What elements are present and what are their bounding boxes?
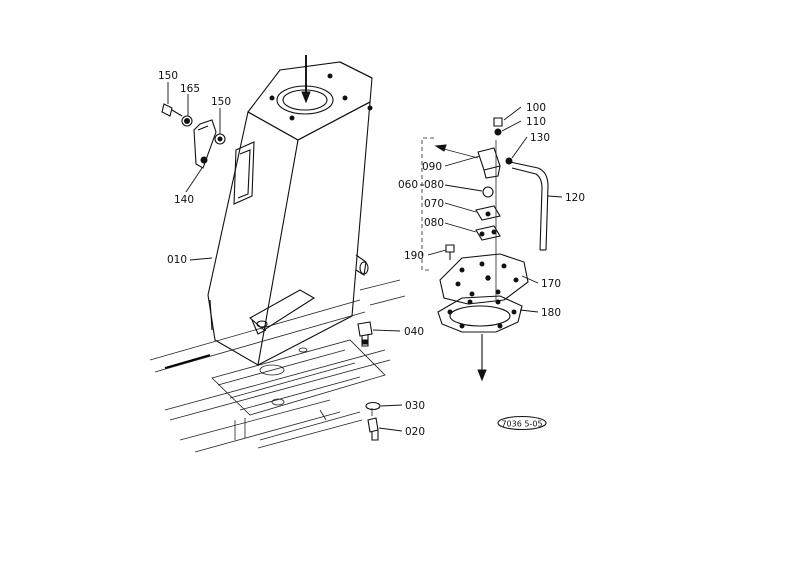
sender-assembly	[421, 117, 549, 382]
label-140: 140	[174, 194, 194, 206]
label-010: 010	[167, 254, 187, 266]
label-100: 100	[526, 102, 546, 114]
reference-code: 7036 5-05	[501, 420, 542, 429]
label-110: 110	[526, 116, 546, 128]
label-180: 180	[541, 307, 561, 319]
label-060: 060	[398, 179, 418, 191]
label-120: 120	[565, 192, 585, 204]
label-080-top: 080	[424, 179, 444, 191]
label-170: 170	[541, 278, 561, 290]
drain-parts	[357, 321, 381, 441]
label-070: 070	[424, 198, 444, 210]
strap-assembly	[161, 103, 226, 169]
label-020: 020	[405, 426, 425, 438]
leader-lines	[167, 82, 563, 432]
label-040: 040	[404, 326, 424, 338]
label-190: 190	[404, 250, 424, 262]
frame-rails	[149, 279, 406, 453]
fuel-tank	[207, 55, 373, 366]
part-labels: 150 165 150 140 010 100 110 130 120 090 …	[158, 70, 585, 438]
label-165: 165	[180, 83, 200, 95]
label-150-nut: 150	[211, 96, 231, 108]
reference-code-badge: 7036 5-05	[497, 415, 547, 431]
label-150-bolt: 150	[158, 70, 178, 82]
label-130: 130	[530, 132, 550, 144]
label-090: 090	[422, 161, 442, 173]
label-080-bottom: 080	[424, 217, 444, 229]
label-030: 030	[405, 400, 425, 412]
